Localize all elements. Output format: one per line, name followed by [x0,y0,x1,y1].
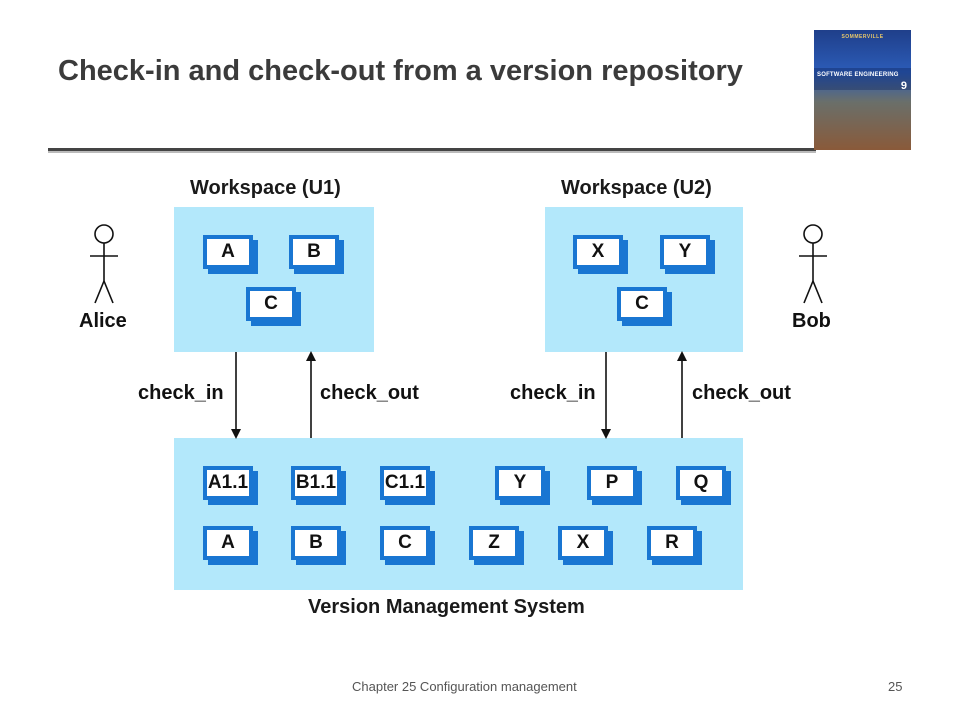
vms-item-q: Q [676,466,726,500]
u1-check-in-label: check_in [138,382,224,404]
workspace-u2-label: Workspace (U2) [561,177,712,199]
bob-label: Bob [792,310,831,332]
vms-item-r: R [647,526,697,560]
vms-item-x: X [558,526,608,560]
vms-item-p: P [587,466,637,500]
u1-component-a: A [203,235,253,269]
vms-item-b: B [291,526,341,560]
u1-component-b: B [289,235,339,269]
book-cover-image: SOMMERVILLE SOFTWARE ENGINEERING 9 [814,30,911,150]
u2-check-in-label: check_in [510,382,596,404]
u2-check-out-label: check_out [692,382,791,404]
book-cover-edition: 9 [900,80,907,92]
book-cover-title: SOFTWARE ENGINEERING [817,72,899,78]
vms-item-y: Y [495,466,545,500]
title-divider [48,148,816,151]
book-cover-band [814,68,911,90]
vms-item-a: A [203,526,253,560]
vms-item-c: C [380,526,430,560]
footer-chapter: Chapter 25 Configuration management [352,679,577,694]
vms-item-z: Z [469,526,519,560]
u2-component-y: Y [660,235,710,269]
book-cover-publisher: SOMMERVILLE [841,34,884,40]
page-number: 25 [888,679,903,694]
bob-actor-icon [799,224,827,304]
u2-component-c: C [617,287,667,321]
u1-component-c: C [246,287,296,321]
slide-title: Check-in and check-out from a version re… [58,55,743,87]
vms-item-c1-1: C1.1 [380,466,430,500]
title-divider-shadow [48,151,816,153]
u2-component-x: X [573,235,623,269]
workspace-u2-panel [545,207,743,352]
workspace-u1-panel [174,207,374,352]
workspace-u1-label: Workspace (U1) [190,177,341,199]
alice-label: Alice [79,310,127,332]
alice-actor-icon [90,224,118,304]
vms-panel [174,438,743,590]
vms-item-b1-1: B1.1 [291,466,341,500]
vms-item-a1-1: A1.1 [203,466,253,500]
u1-check-out-label: check_out [320,382,419,404]
vms-label: Version Management System [308,596,585,618]
